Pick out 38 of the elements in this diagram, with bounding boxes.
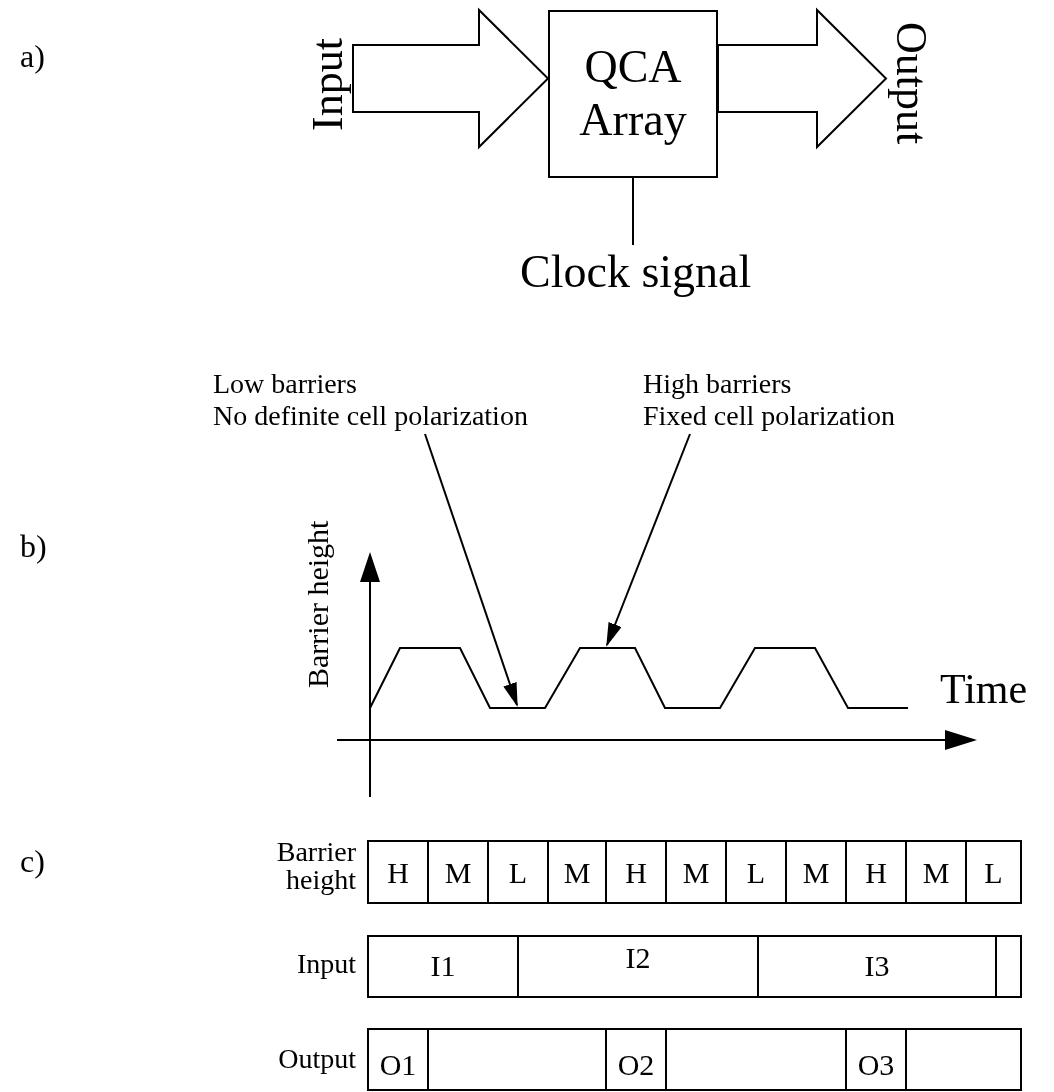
process-box: QCA Array <box>548 10 718 178</box>
input-label: Input <box>303 22 353 147</box>
row-header: Barrier height <box>275 838 356 894</box>
annotation-text: Fixed cell polarization <box>643 400 896 433</box>
axis-label: Time <box>940 668 1028 710</box>
table-cell: O3 <box>845 1028 907 1091</box>
annotation-text: No definite cell polarization <box>213 400 529 433</box>
leader-line <box>606 433 691 647</box>
panel-label: c) <box>20 845 45 877</box>
table-cell: H <box>845 840 907 904</box>
connector-line <box>632 177 634 246</box>
leader-line <box>424 433 518 707</box>
table-cell: H <box>605 840 667 904</box>
table-cell: I3 <box>757 935 997 998</box>
row-header: Output <box>277 1045 356 1073</box>
block-arrow <box>352 7 550 150</box>
table-cell: L <box>725 840 787 904</box>
table-cell: M <box>665 840 727 904</box>
annotation-text: High barriers <box>643 368 793 401</box>
table-cell: I1 <box>367 935 519 998</box>
table-cell: O2 <box>605 1028 667 1091</box>
table-cell: I2 <box>517 935 759 998</box>
panel-label: b) <box>20 530 47 562</box>
block-arrow <box>717 7 888 150</box>
table-cell: M <box>427 840 489 904</box>
table-cell: H <box>367 840 429 904</box>
table-cell: M <box>905 840 967 904</box>
axis-label: Barrier height <box>300 519 335 690</box>
table-cell: L <box>965 840 1022 904</box>
table-cell: M <box>547 840 607 904</box>
panel-label: a) <box>20 40 45 72</box>
output-label: Output <box>886 8 936 158</box>
table-cell: O1 <box>367 1028 429 1091</box>
table-cell: L <box>487 840 549 904</box>
row-header: Input <box>295 950 356 978</box>
annotation-text: Clock signal <box>520 245 782 297</box>
table-cell: M <box>785 840 847 904</box>
annotation-text: Low barriers <box>213 368 358 401</box>
